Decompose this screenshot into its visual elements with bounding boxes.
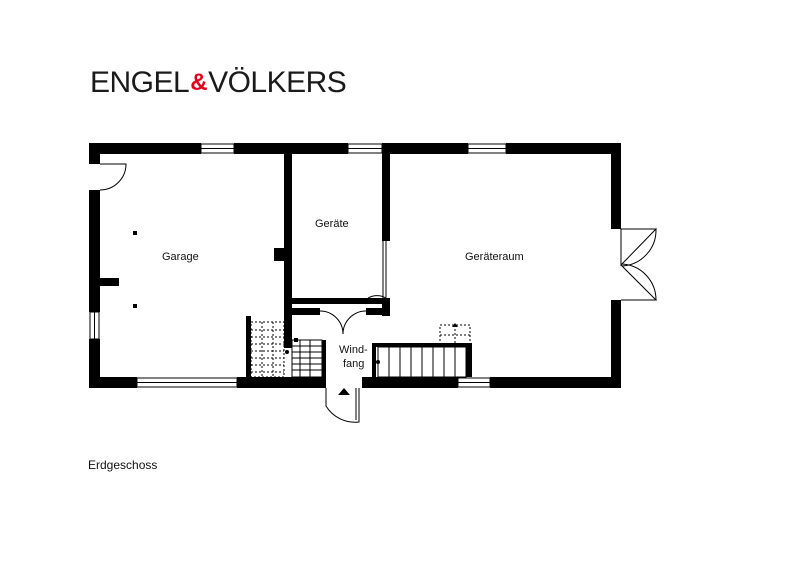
door-geraete [367,241,387,299]
door-entrance [325,388,360,423]
room-label-geraeteraum: Geräteraum [465,251,524,263]
stair-marker-garage [285,350,289,354]
stairs-geraeteraum [377,346,467,378]
door-garage-side [99,163,127,191]
wall-geraete-right-top [382,154,390,241]
garage-marker-1 [133,231,137,235]
stairs-center [291,339,323,378]
wall-left-top [89,143,100,164]
wall-windfang-top-left [292,308,320,315]
stair-post-top [294,338,298,342]
floor-label: Erdgeschoss [88,458,158,472]
wall-geraete-bottom-left [292,298,382,304]
windows [89,143,507,388]
door-geraeteraum-right-lower [620,264,658,301]
wall-windfang-top-right [366,308,390,315]
wall-top-3 [382,143,468,154]
wall-top-1 [89,143,201,154]
wall-bottom-1 [89,377,137,388]
wall-left-mid [89,190,100,312]
door-geraeteraum-right-upper [620,228,658,267]
wall-top-4 [506,143,621,154]
entrance-arrow-icon [338,388,350,395]
room-label-windfang-line2: fang [343,358,364,370]
wall-garage-right [284,154,292,348]
garage-marker-2 [133,304,137,308]
wall-left-stub [100,278,119,286]
interior-walls [246,154,472,388]
wall-right-top [611,143,621,229]
stair-marker-geraeteraum [376,360,380,364]
logo-ampersand: & [190,69,208,96]
room-label-geraete: Geräte [315,218,349,230]
wall-stair-box-right [466,345,472,377]
logo-text-engel: ENGEL [90,66,190,99]
wall-right-bottom [611,300,621,388]
outer-walls [89,143,621,388]
wall-windfang-right [372,343,376,388]
wall-geraete-right-bottom [382,298,390,316]
wall-bottom-3 [362,377,458,388]
wall-garage-stair-left [246,316,251,377]
wall-pillar-garage [274,248,284,261]
wall-left-bottom [89,339,100,388]
wall-stair-box-top [376,343,472,347]
wall-bottom-2 [237,377,325,388]
logo-text-voelkers: VÖLKERS [208,66,347,99]
stairs-upper-dashed [439,324,471,346]
wall-top-2 [234,143,348,154]
stair-arrow-icon [452,323,458,327]
doors [99,163,658,423]
room-label-windfang-line1: Wind- [339,344,368,356]
wall-windfang-left [322,340,326,388]
wall-bottom-4 [490,377,621,388]
stairs-garage [250,321,285,378]
door-windfang-inner [319,310,367,335]
room-label-garage: Garage [162,251,199,263]
engel-voelkers-logo: ENGEL&VÖLKERS [90,66,347,100]
